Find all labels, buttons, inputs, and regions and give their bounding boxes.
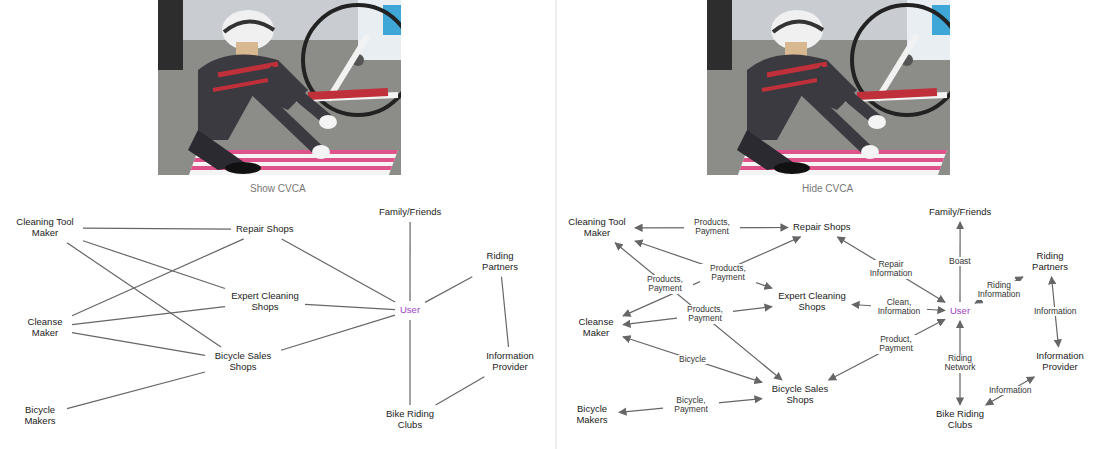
value-flow-line — [281, 315, 395, 350]
stakeholder-node: Bicycle Sales Shops — [765, 383, 835, 407]
value-flow-line — [425, 277, 472, 303]
value-flow-line — [72, 239, 244, 316]
stakeholder-node: Bicycle Sales Shops — [208, 350, 278, 374]
value-flow-line — [83, 228, 231, 229]
flow-label: Boast — [948, 257, 972, 266]
value-flow-line — [986, 377, 1035, 405]
flow-label: Clean, Information — [871, 298, 927, 317]
node-text: Bicycle Makers — [570, 404, 614, 426]
value-flow-line — [83, 241, 225, 289]
node-text: Repair Shops — [793, 222, 851, 233]
stakeholder-node: Repair Shops — [234, 223, 296, 236]
flow-label: Riding Network — [932, 354, 988, 373]
node-text: Cleaning Tool Maker — [12, 217, 78, 239]
stakeholder-node: User — [948, 305, 972, 318]
node-text: Repair Shops — [236, 224, 294, 235]
value-flow-line — [409, 222, 410, 301]
stakeholder-node: User — [398, 304, 422, 317]
stakeholder-node: Expert Cleaning Shops — [228, 290, 302, 314]
value-flow-line — [72, 307, 225, 325]
value-flow-line — [623, 337, 762, 383]
stakeholder-node: Bicycle Makers — [568, 403, 616, 427]
stakeholder-node: Cleaning Tool Maker — [10, 216, 80, 240]
flow-label: Products, Payment — [700, 264, 756, 283]
flow-label: Product, Payment — [868, 335, 924, 354]
node-text: Expert Cleaning Shops — [230, 291, 300, 313]
value-flow-line — [67, 243, 221, 347]
stakeholder-node: Family/Friends — [377, 206, 443, 219]
value-flow-line — [615, 243, 782, 380]
node-text: Bike Riding Clubs — [381, 409, 439, 431]
value-flow-line — [67, 372, 205, 409]
panel-title: Hide CVCA — [802, 183, 853, 194]
node-text: Bicycle Sales Shops — [767, 384, 833, 406]
value-flow-line — [305, 304, 395, 309]
value-flow-line — [409, 320, 410, 405]
flow-label: Repair Information — [863, 260, 919, 279]
stakeholder-node: Family/Friends — [927, 206, 993, 219]
node-text: Family/Friends — [379, 207, 441, 218]
flow-label: Products, Payment — [677, 305, 733, 324]
value-flow-line — [837, 237, 945, 302]
node-text: Expert Cleaning Shops — [777, 291, 847, 313]
node-text: Family/Friends — [929, 207, 991, 218]
stakeholder-node: Riding Partners — [475, 250, 525, 274]
flow-label: Products, Payment — [684, 218, 740, 237]
panel-divider — [556, 0, 557, 449]
node-text: User — [400, 305, 420, 316]
node-text: Bicycle Makers — [18, 405, 62, 427]
stakeholder-node: Repair Shops — [791, 221, 853, 234]
cyclist-photo — [158, 0, 401, 175]
stakeholder-node: Information Provider — [479, 350, 541, 374]
node-text: Bicycle Sales Shops — [210, 351, 276, 373]
flow-label: Riding Information — [971, 281, 1027, 300]
stakeholder-node: Expert Cleaning Shops — [775, 290, 849, 314]
stakeholder-node: Cleanse Maker — [21, 316, 69, 340]
node-text: Cleaning Tool Maker — [564, 217, 630, 239]
node-text: Bike Riding Clubs — [931, 409, 989, 431]
value-flow-line — [436, 377, 485, 405]
stakeholder-node: Cleaning Tool Maker — [562, 216, 632, 240]
flow-label: Information — [988, 386, 1033, 395]
node-text: Riding Partners — [1027, 251, 1073, 273]
value-flow-line — [829, 319, 945, 380]
node-text: Information Provider — [481, 351, 539, 373]
stakeholder-node: Bike Riding Clubs — [379, 408, 441, 432]
stakeholder-node: Bike Riding Clubs — [929, 408, 991, 432]
node-text: Information Provider — [1031, 351, 1089, 373]
cyclist-photo — [707, 0, 950, 175]
stakeholder-node: Cleanse Maker — [572, 316, 620, 340]
node-text: Cleanse Maker — [23, 317, 67, 339]
value-flow-line — [502, 277, 509, 347]
flow-label: Bicycle — [678, 355, 707, 364]
panel-title: Show CVCA — [250, 183, 306, 194]
value-flow-line — [72, 333, 205, 356]
node-text: Riding Partners — [477, 251, 523, 273]
stakeholder-node: Riding Partners — [1025, 250, 1075, 274]
node-text: Cleanse Maker — [574, 317, 618, 339]
stakeholder-node: Information Provider — [1029, 350, 1091, 374]
flow-label: Products, Payment — [637, 275, 693, 294]
flow-label: Information — [1033, 307, 1078, 316]
node-text: User — [950, 306, 970, 317]
flow-label: Bicycle, Payment — [663, 396, 719, 415]
stakeholder-node: Bicycle Makers — [16, 404, 64, 428]
